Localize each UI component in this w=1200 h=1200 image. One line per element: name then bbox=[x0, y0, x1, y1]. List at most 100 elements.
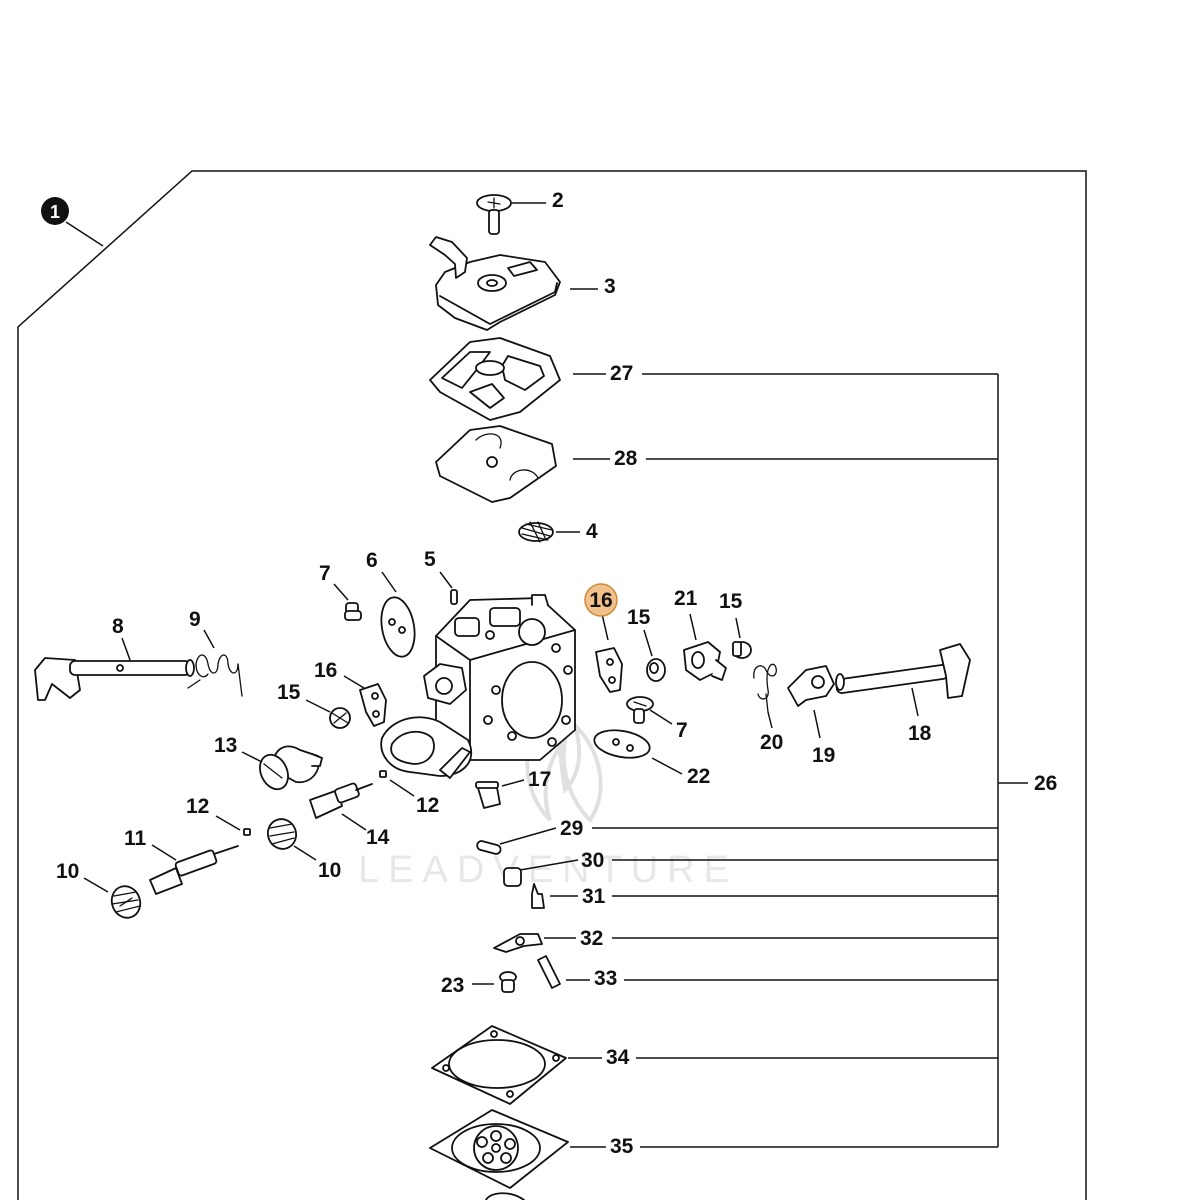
part-screw-7-left[interactable] bbox=[344, 602, 362, 621]
svg-text:29: 29 bbox=[560, 817, 583, 840]
svg-text:3: 3 bbox=[604, 275, 616, 298]
part-lever-19[interactable] bbox=[787, 665, 835, 707]
callout-33[interactable]: 33 bbox=[566, 967, 998, 990]
callout-7-right[interactable]: 7 bbox=[649, 709, 688, 742]
part-spring-9[interactable] bbox=[187, 654, 243, 697]
callout-17[interactable]: 17 bbox=[501, 768, 551, 791]
callout-10-right[interactable]: 10 bbox=[293, 845, 341, 882]
part-cap-10-left[interactable] bbox=[107, 882, 144, 922]
part-pump-cover-3[interactable] bbox=[429, 236, 561, 331]
svg-text:30: 30 bbox=[581, 849, 604, 872]
part-pin-33[interactable] bbox=[537, 955, 561, 989]
part-needle-14[interactable] bbox=[309, 782, 373, 819]
part-choke-shaft-18[interactable] bbox=[835, 643, 971, 699]
callout-11[interactable]: 11 bbox=[124, 827, 177, 861]
part-screw-13[interactable] bbox=[255, 745, 323, 793]
callout-27[interactable]: 27 bbox=[573, 362, 998, 385]
callout-31[interactable]: 31 bbox=[550, 885, 998, 908]
svg-text:7: 7 bbox=[319, 562, 331, 585]
callout-15-right[interactable]: 15 bbox=[719, 590, 743, 639]
svg-text:10: 10 bbox=[318, 859, 341, 882]
callout-16-highlighted[interactable]: 16 bbox=[584, 583, 618, 641]
part-pin-12-right[interactable] bbox=[379, 770, 387, 778]
callout-19[interactable]: 19 bbox=[812, 709, 835, 767]
part-screw-7-right[interactable] bbox=[626, 696, 654, 724]
callout-23[interactable]: 23 bbox=[441, 974, 494, 997]
svg-text:21: 21 bbox=[674, 587, 698, 610]
part-lever-21[interactable] bbox=[683, 641, 727, 681]
svg-text:1: 1 bbox=[50, 202, 60, 222]
callout-34[interactable]: 34 bbox=[568, 1046, 998, 1069]
callout-35[interactable]: 35 bbox=[570, 1135, 998, 1158]
part-needle-valve-31[interactable] bbox=[531, 883, 545, 909]
svg-text:20: 20 bbox=[760, 731, 783, 754]
part-bushing-15-right[interactable] bbox=[732, 641, 752, 659]
part-plate-22[interactable] bbox=[592, 726, 652, 761]
callout-10-left[interactable]: 10 bbox=[56, 860, 109, 893]
part-lever-16-left[interactable] bbox=[359, 683, 387, 727]
part-pin-12-left[interactable] bbox=[243, 828, 251, 836]
part-screw-15-left[interactable] bbox=[329, 707, 351, 729]
svg-text:13: 13 bbox=[214, 734, 237, 757]
part-diaphragm-35[interactable] bbox=[429, 1109, 569, 1189]
part-screw-23[interactable] bbox=[499, 971, 517, 993]
part-diaphragm-28[interactable] bbox=[435, 425, 557, 503]
svg-text:17: 17 bbox=[528, 768, 551, 791]
callout-6[interactable]: 6 bbox=[366, 549, 397, 593]
part-oring-29[interactable] bbox=[476, 840, 502, 855]
part-carburetor-body[interactable] bbox=[423, 594, 576, 761]
part-needle-11[interactable] bbox=[149, 845, 239, 895]
callout-18[interactable]: 18 bbox=[908, 687, 932, 745]
part-partial-bottom bbox=[485, 1192, 525, 1200]
callout-22[interactable]: 22 bbox=[651, 757, 710, 788]
callout-9[interactable]: 9 bbox=[189, 608, 215, 649]
callout-15-middle[interactable]: 15 bbox=[627, 606, 653, 657]
part-lever-16-right[interactable] bbox=[595, 647, 623, 693]
highlight-circle bbox=[584, 583, 618, 617]
assembly-callout-1[interactable]: 1 bbox=[41, 197, 104, 247]
callout-32[interactable]: 32 bbox=[544, 927, 998, 950]
callout-29[interactable]: 29 bbox=[499, 817, 998, 845]
part-throttle-plate-6[interactable] bbox=[377, 595, 419, 660]
assembly-frame bbox=[17, 170, 1087, 1200]
part-screw-2[interactable] bbox=[476, 194, 512, 235]
callout-12-left[interactable]: 12 bbox=[186, 795, 241, 831]
part-spring-20[interactable] bbox=[753, 663, 777, 713]
part-gasket-34[interactable] bbox=[431, 1025, 567, 1105]
part-metering-lever-32[interactable] bbox=[493, 933, 543, 953]
part-pin-5[interactable] bbox=[450, 589, 458, 605]
part-intake-tube[interactable] bbox=[380, 716, 473, 779]
callout-2[interactable]: 2 bbox=[512, 189, 564, 212]
part-fitting-17[interactable] bbox=[475, 781, 501, 809]
callout-20[interactable]: 20 bbox=[760, 711, 783, 754]
svg-text:10: 10 bbox=[56, 860, 79, 883]
part-gasket-27[interactable] bbox=[429, 337, 561, 421]
callout-13[interactable]: 13 bbox=[214, 734, 263, 763]
callout-28[interactable]: 28 bbox=[573, 447, 998, 470]
callout-4[interactable]: 4 bbox=[556, 520, 598, 543]
svg-text:18: 18 bbox=[908, 722, 932, 745]
part-spring-30[interactable] bbox=[503, 867, 522, 887]
callout-30[interactable]: 30 bbox=[519, 849, 998, 872]
callout-12-right[interactable]: 12 bbox=[389, 779, 439, 817]
svg-text:11: 11 bbox=[124, 827, 147, 850]
svg-text:15: 15 bbox=[627, 606, 651, 629]
callout-14[interactable]: 14 bbox=[341, 813, 390, 849]
svg-text:34: 34 bbox=[606, 1046, 630, 1069]
callout-5[interactable]: 5 bbox=[424, 548, 453, 589]
part-cap-10-right[interactable] bbox=[264, 815, 301, 853]
svg-text:9: 9 bbox=[189, 608, 201, 631]
callout-16-left[interactable]: 16 bbox=[314, 659, 365, 689]
callout-26[interactable]: 26 bbox=[1034, 772, 1057, 795]
callout-21[interactable]: 21 bbox=[674, 587, 698, 641]
part-screen-4[interactable] bbox=[518, 521, 554, 543]
part-throttle-shaft-8[interactable] bbox=[34, 657, 195, 701]
svg-text:33: 33 bbox=[594, 967, 617, 990]
callout-15-left[interactable]: 15 bbox=[277, 681, 331, 713]
callout-8[interactable]: 8 bbox=[112, 615, 131, 661]
callout-7-left[interactable]: 7 bbox=[319, 562, 349, 601]
svg-text:31: 31 bbox=[582, 885, 606, 908]
part-bushing-15-middle[interactable] bbox=[646, 658, 666, 682]
callout-3[interactable]: 3 bbox=[570, 275, 616, 298]
